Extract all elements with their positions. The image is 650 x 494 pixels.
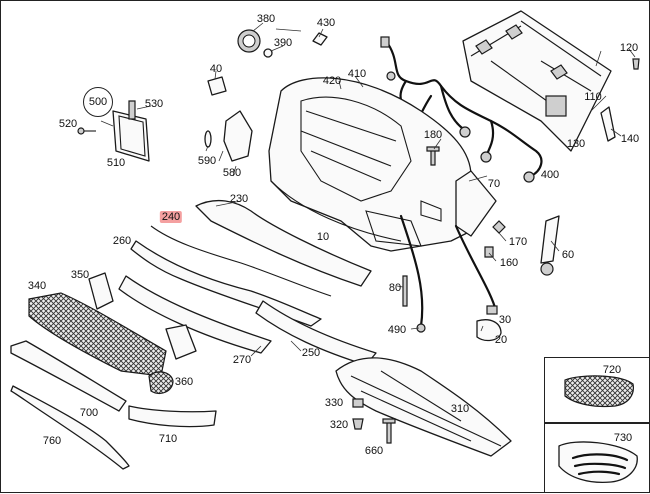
callout-400[interactable]: 400: [540, 169, 560, 181]
callout-10[interactable]: 10: [316, 231, 330, 243]
callout-430[interactable]: 430: [316, 17, 336, 29]
callout-60[interactable]: 60: [561, 249, 575, 261]
callout-130[interactable]: 130: [566, 138, 586, 150]
callout-720[interactable]: 720: [602, 364, 622, 376]
callout-580[interactable]: 580: [222, 167, 242, 179]
callout-110[interactable]: 110: [584, 91, 602, 103]
callout-420[interactable]: 420: [322, 75, 342, 87]
callout-270[interactable]: 270: [232, 354, 252, 366]
clip-530[interactable]: [128, 100, 136, 120]
callout-310[interactable]: 310: [450, 403, 470, 415]
spoiler-270[interactable]: [118, 275, 272, 354]
callout-660[interactable]: 660: [364, 445, 384, 457]
callout-760[interactable]: 760: [42, 435, 62, 447]
trim-230[interactable]: [195, 199, 372, 287]
clip-170[interactable]: [492, 220, 506, 234]
callout-260[interactable]: 260: [112, 235, 132, 247]
chrome-strip-710[interactable]: [128, 405, 217, 428]
trim-700[interactable]: [10, 340, 127, 412]
trim-260[interactable]: [130, 240, 322, 327]
callout-170[interactable]: 170: [508, 236, 528, 248]
clip-160[interactable]: [484, 246, 494, 258]
callout-510[interactable]: 510: [106, 157, 126, 169]
bracket-60[interactable]: [540, 215, 560, 276]
callout-140[interactable]: 140: [620, 133, 640, 145]
callout-240-highlighted[interactable]: 240: [159, 211, 183, 223]
callout-120[interactable]: 120: [619, 42, 639, 54]
screw-120[interactable]: [632, 58, 640, 70]
callout-320[interactable]: 320: [329, 419, 349, 431]
callout-340[interactable]: 340: [27, 280, 47, 292]
inset-panel-720[interactable]: 720: [544, 357, 650, 423]
callout-360[interactable]: 360: [174, 376, 194, 388]
callout-410[interactable]: 410: [347, 68, 367, 80]
callout-730[interactable]: 730: [613, 432, 633, 444]
clip-330[interactable]: [352, 398, 364, 408]
cable-30: [454, 224, 498, 313]
callout-530[interactable]: 530: [144, 98, 164, 110]
bracket-350b[interactable]: [165, 324, 197, 360]
inset-730-drawing: [558, 441, 638, 484]
callout-70[interactable]: 70: [487, 178, 501, 190]
bracket-580[interactable]: [223, 110, 253, 162]
callout-160[interactable]: 160: [499, 257, 519, 269]
callout-230[interactable]: 230: [229, 193, 249, 205]
cable-490[interactable]: [399, 214, 426, 333]
callout-40[interactable]: 40: [209, 63, 223, 75]
callout-80[interactable]: 80: [388, 282, 402, 294]
clip-320[interactable]: [352, 418, 364, 430]
inset-panel-730[interactable]: 730: [544, 423, 650, 493]
pin-80[interactable]: [402, 275, 408, 307]
callout-30[interactable]: 30: [498, 314, 512, 326]
callout-180[interactable]: 180: [423, 129, 443, 141]
callout-700[interactable]: 700: [79, 407, 99, 419]
callout-250[interactable]: 250: [301, 347, 321, 359]
callout-330[interactable]: 330: [324, 397, 344, 409]
callout-710[interactable]: 710: [158, 433, 178, 445]
bracket-430[interactable]: [312, 32, 328, 46]
bumper-cover-10[interactable]: [268, 77, 492, 252]
tow-cover-20[interactable]: [476, 319, 502, 342]
clip-30[interactable]: [486, 305, 498, 315]
callout-490[interactable]: 490: [387, 324, 407, 336]
strip-240[interactable]: [150, 225, 332, 297]
screw-520[interactable]: [77, 127, 96, 135]
callout-500[interactable]: 500: [88, 96, 108, 108]
clip-590[interactable]: [204, 130, 212, 148]
bracket-70[interactable]: [455, 170, 497, 237]
callout-590[interactable]: 590: [197, 155, 217, 167]
duct-350[interactable]: [88, 272, 114, 310]
emblem-380[interactable]: [237, 29, 261, 53]
callout-380[interactable]: 380: [256, 13, 276, 25]
clip-390[interactable]: [263, 48, 273, 58]
support-110[interactable]: [462, 10, 612, 152]
callout-390[interactable]: 390: [273, 37, 293, 49]
callout-350[interactable]: 350: [70, 269, 90, 281]
screw-660[interactable]: [382, 418, 396, 444]
strip-760[interactable]: [10, 385, 130, 470]
grille-360[interactable]: [148, 371, 174, 394]
callout-ring-500: [83, 87, 113, 117]
inset-720-drawing: [564, 375, 634, 408]
callout-20[interactable]: 20: [494, 334, 508, 346]
underbody-cover-310[interactable]: [335, 357, 512, 457]
clip-40[interactable]: [207, 76, 227, 96]
callout-520[interactable]: 520: [58, 118, 78, 130]
trim-140[interactable]: [600, 106, 616, 142]
